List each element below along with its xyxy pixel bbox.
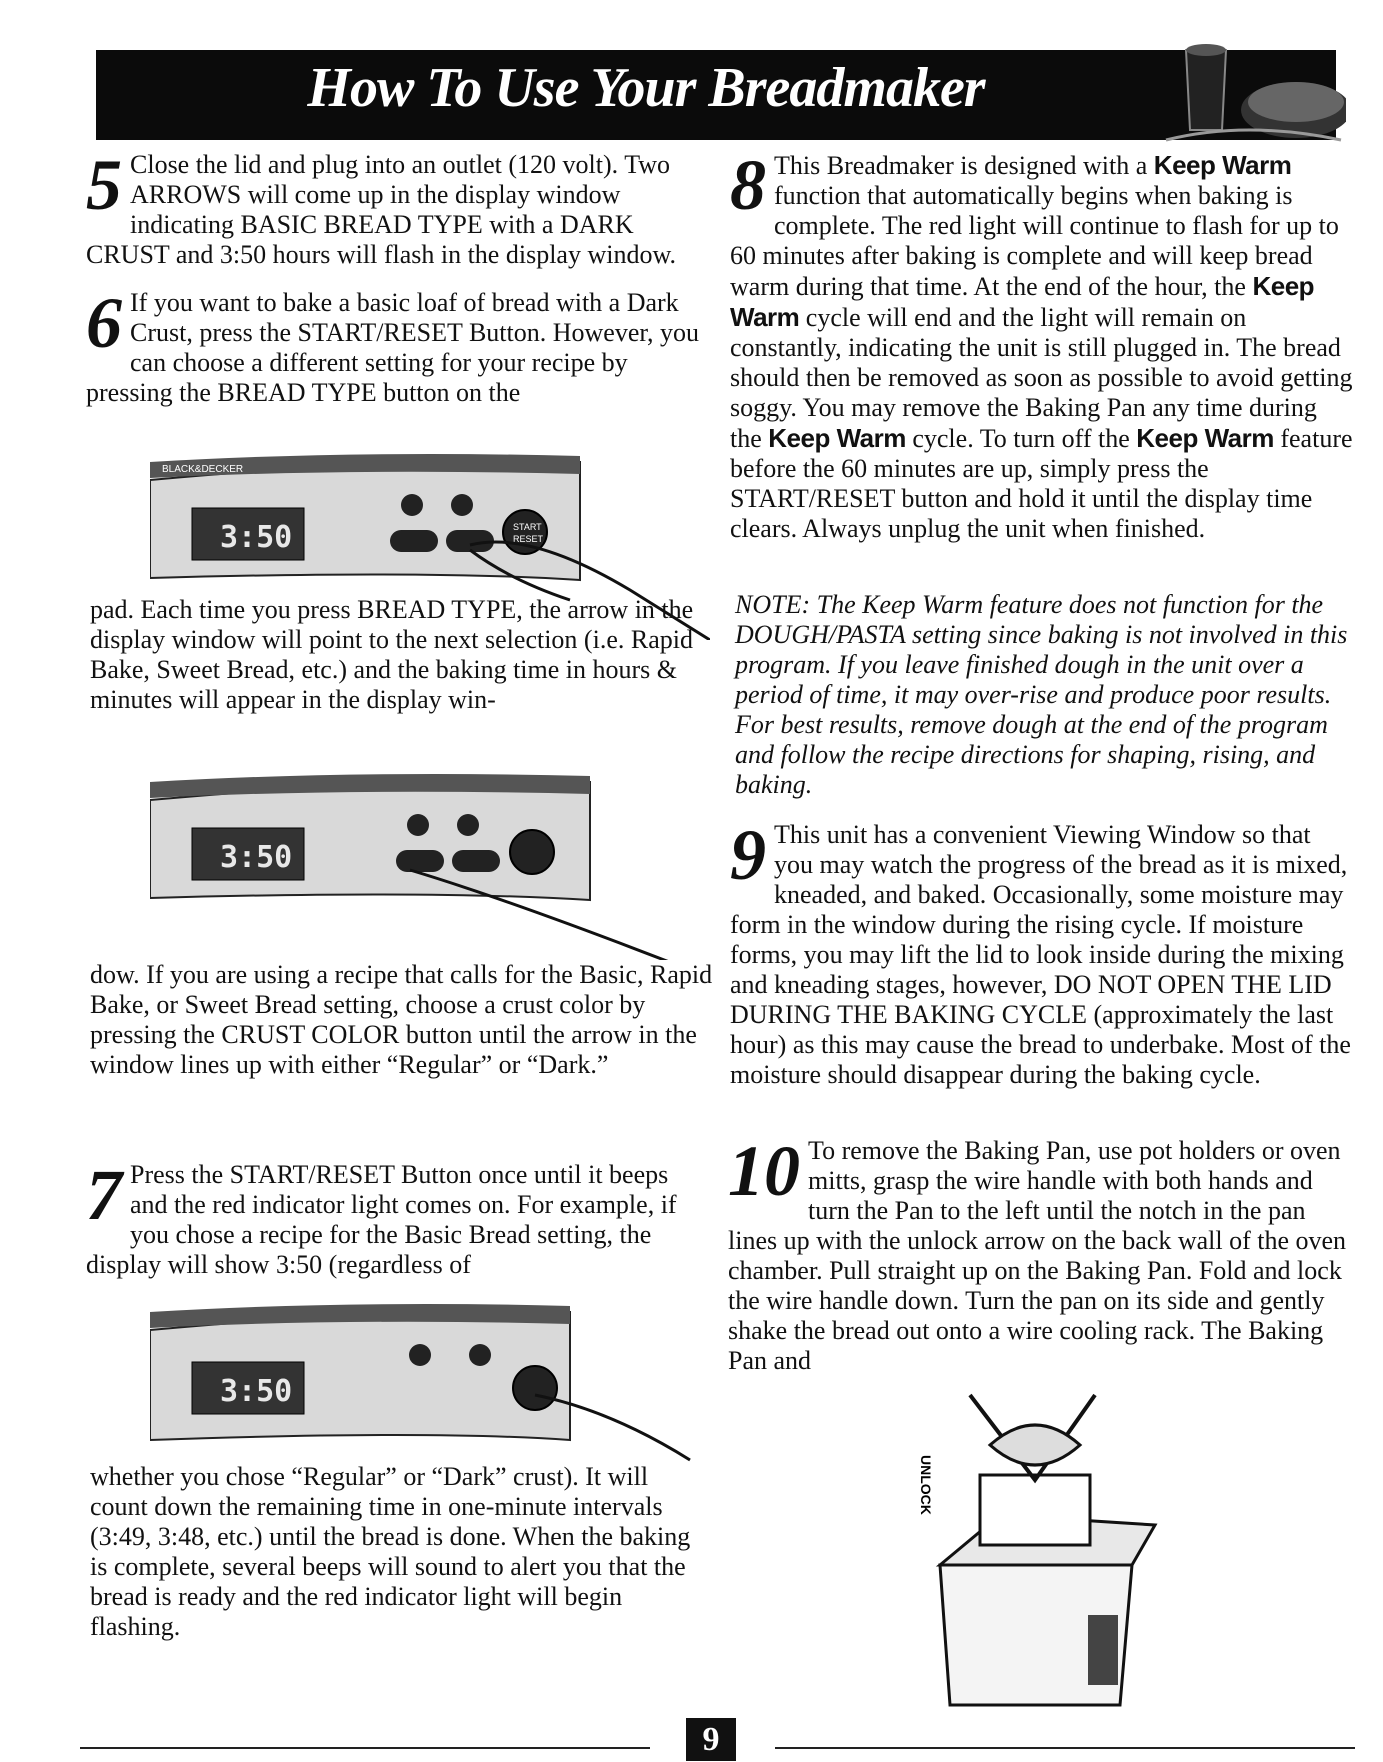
step-number: 10 <box>728 1131 800 1211</box>
step-7: 7 Press the START/RESET Button once unti… <box>86 1155 696 1280</box>
footer-rule <box>775 1747 1355 1749</box>
step-6: 6 If you want to bake a basic loaf of br… <box>86 283 716 408</box>
step-number: 5 <box>86 145 122 225</box>
header-banner: How To Use Your Breadmaker <box>96 44 1346 142</box>
step-text: If you want to bake a basic loaf of brea… <box>86 288 699 407</box>
step-6-continued: dow. If you are using a recipe that call… <box>90 960 720 1080</box>
step-text: cycle will end and the light will remain… <box>730 303 1353 453</box>
keep-warm-term: Keep Warm <box>1136 423 1274 453</box>
brand-text: BLACK&DECKER <box>162 464 243 475</box>
note: NOTE: The Keep Warm feature does not fun… <box>735 590 1348 799</box>
step-5: 5 Close the lid and plug into an outlet … <box>86 145 681 270</box>
lcd-display: 3:50 <box>220 1374 292 1409</box>
bread-loaf-icon <box>1165 44 1346 142</box>
step-number: 8 <box>730 145 766 225</box>
step-text: cycle. To turn off the <box>905 424 1137 453</box>
keep-warm-term: Keep Warm <box>768 423 906 453</box>
start-label: START <box>513 522 542 532</box>
control-panel-illustration: 3:50 <box>150 1304 691 1462</box>
page-title: How To Use Your Breadmaker <box>307 57 985 119</box>
reset-label: RESET <box>513 534 544 544</box>
control-panel-illustration: BLACK&DECKER 3:50 START RESET <box>150 454 710 640</box>
step-text: dow. If you are using a recipe that call… <box>90 960 713 1079</box>
footer-rule <box>80 1747 650 1749</box>
lcd-display: 3:50 <box>220 520 292 555</box>
unlock-label: UNLOCK <box>920 1455 934 1515</box>
step-6-continued: pad. Each time you press BREAD TYPE, the… <box>90 595 720 715</box>
control-panel-illustration: 3:50 <box>150 774 669 960</box>
step-text: Close the lid and plug into an outlet (1… <box>86 150 677 269</box>
step-8: 8 This Breadmaker is designed with a Kee… <box>730 145 1355 544</box>
step-text: This Breadmaker is designed with a <box>774 151 1154 180</box>
lcd-display: 3:50 <box>220 840 292 875</box>
step-number: 6 <box>86 283 122 363</box>
step-text: This unit has a convenient Viewing Windo… <box>730 820 1351 1089</box>
step-number: 9 <box>730 815 766 895</box>
step-text: function that automatically begins when … <box>730 181 1339 301</box>
page-number: 9 <box>686 1718 736 1761</box>
step-text: whether you chose “Regular” or “Dark” cr… <box>90 1462 691 1641</box>
step-10: 10 To remove the Baking Pan, use pot hol… <box>728 1131 1353 1376</box>
step-text: pad. Each time you press BREAD TYPE, the… <box>90 595 694 714</box>
step-text: feature before the 60 minutes are up, si… <box>730 424 1353 543</box>
step-text: To remove the Baking Pan, use pot holder… <box>728 1136 1347 1375</box>
step-text: Press the START/RESET Button once until … <box>86 1160 677 1279</box>
keep-warm-term: Keep Warm <box>1153 150 1292 180</box>
breadmaker-illustration: UNLOCK <box>920 1393 1158 1707</box>
step-9: 9 This unit has a convenient Viewing Win… <box>730 815 1355 1090</box>
step-number: 7 <box>86 1155 122 1235</box>
step-7-continued: whether you chose “Regular” or “Dark” cr… <box>90 1462 700 1642</box>
keep-warm-term: Keep Warm <box>730 271 1315 332</box>
